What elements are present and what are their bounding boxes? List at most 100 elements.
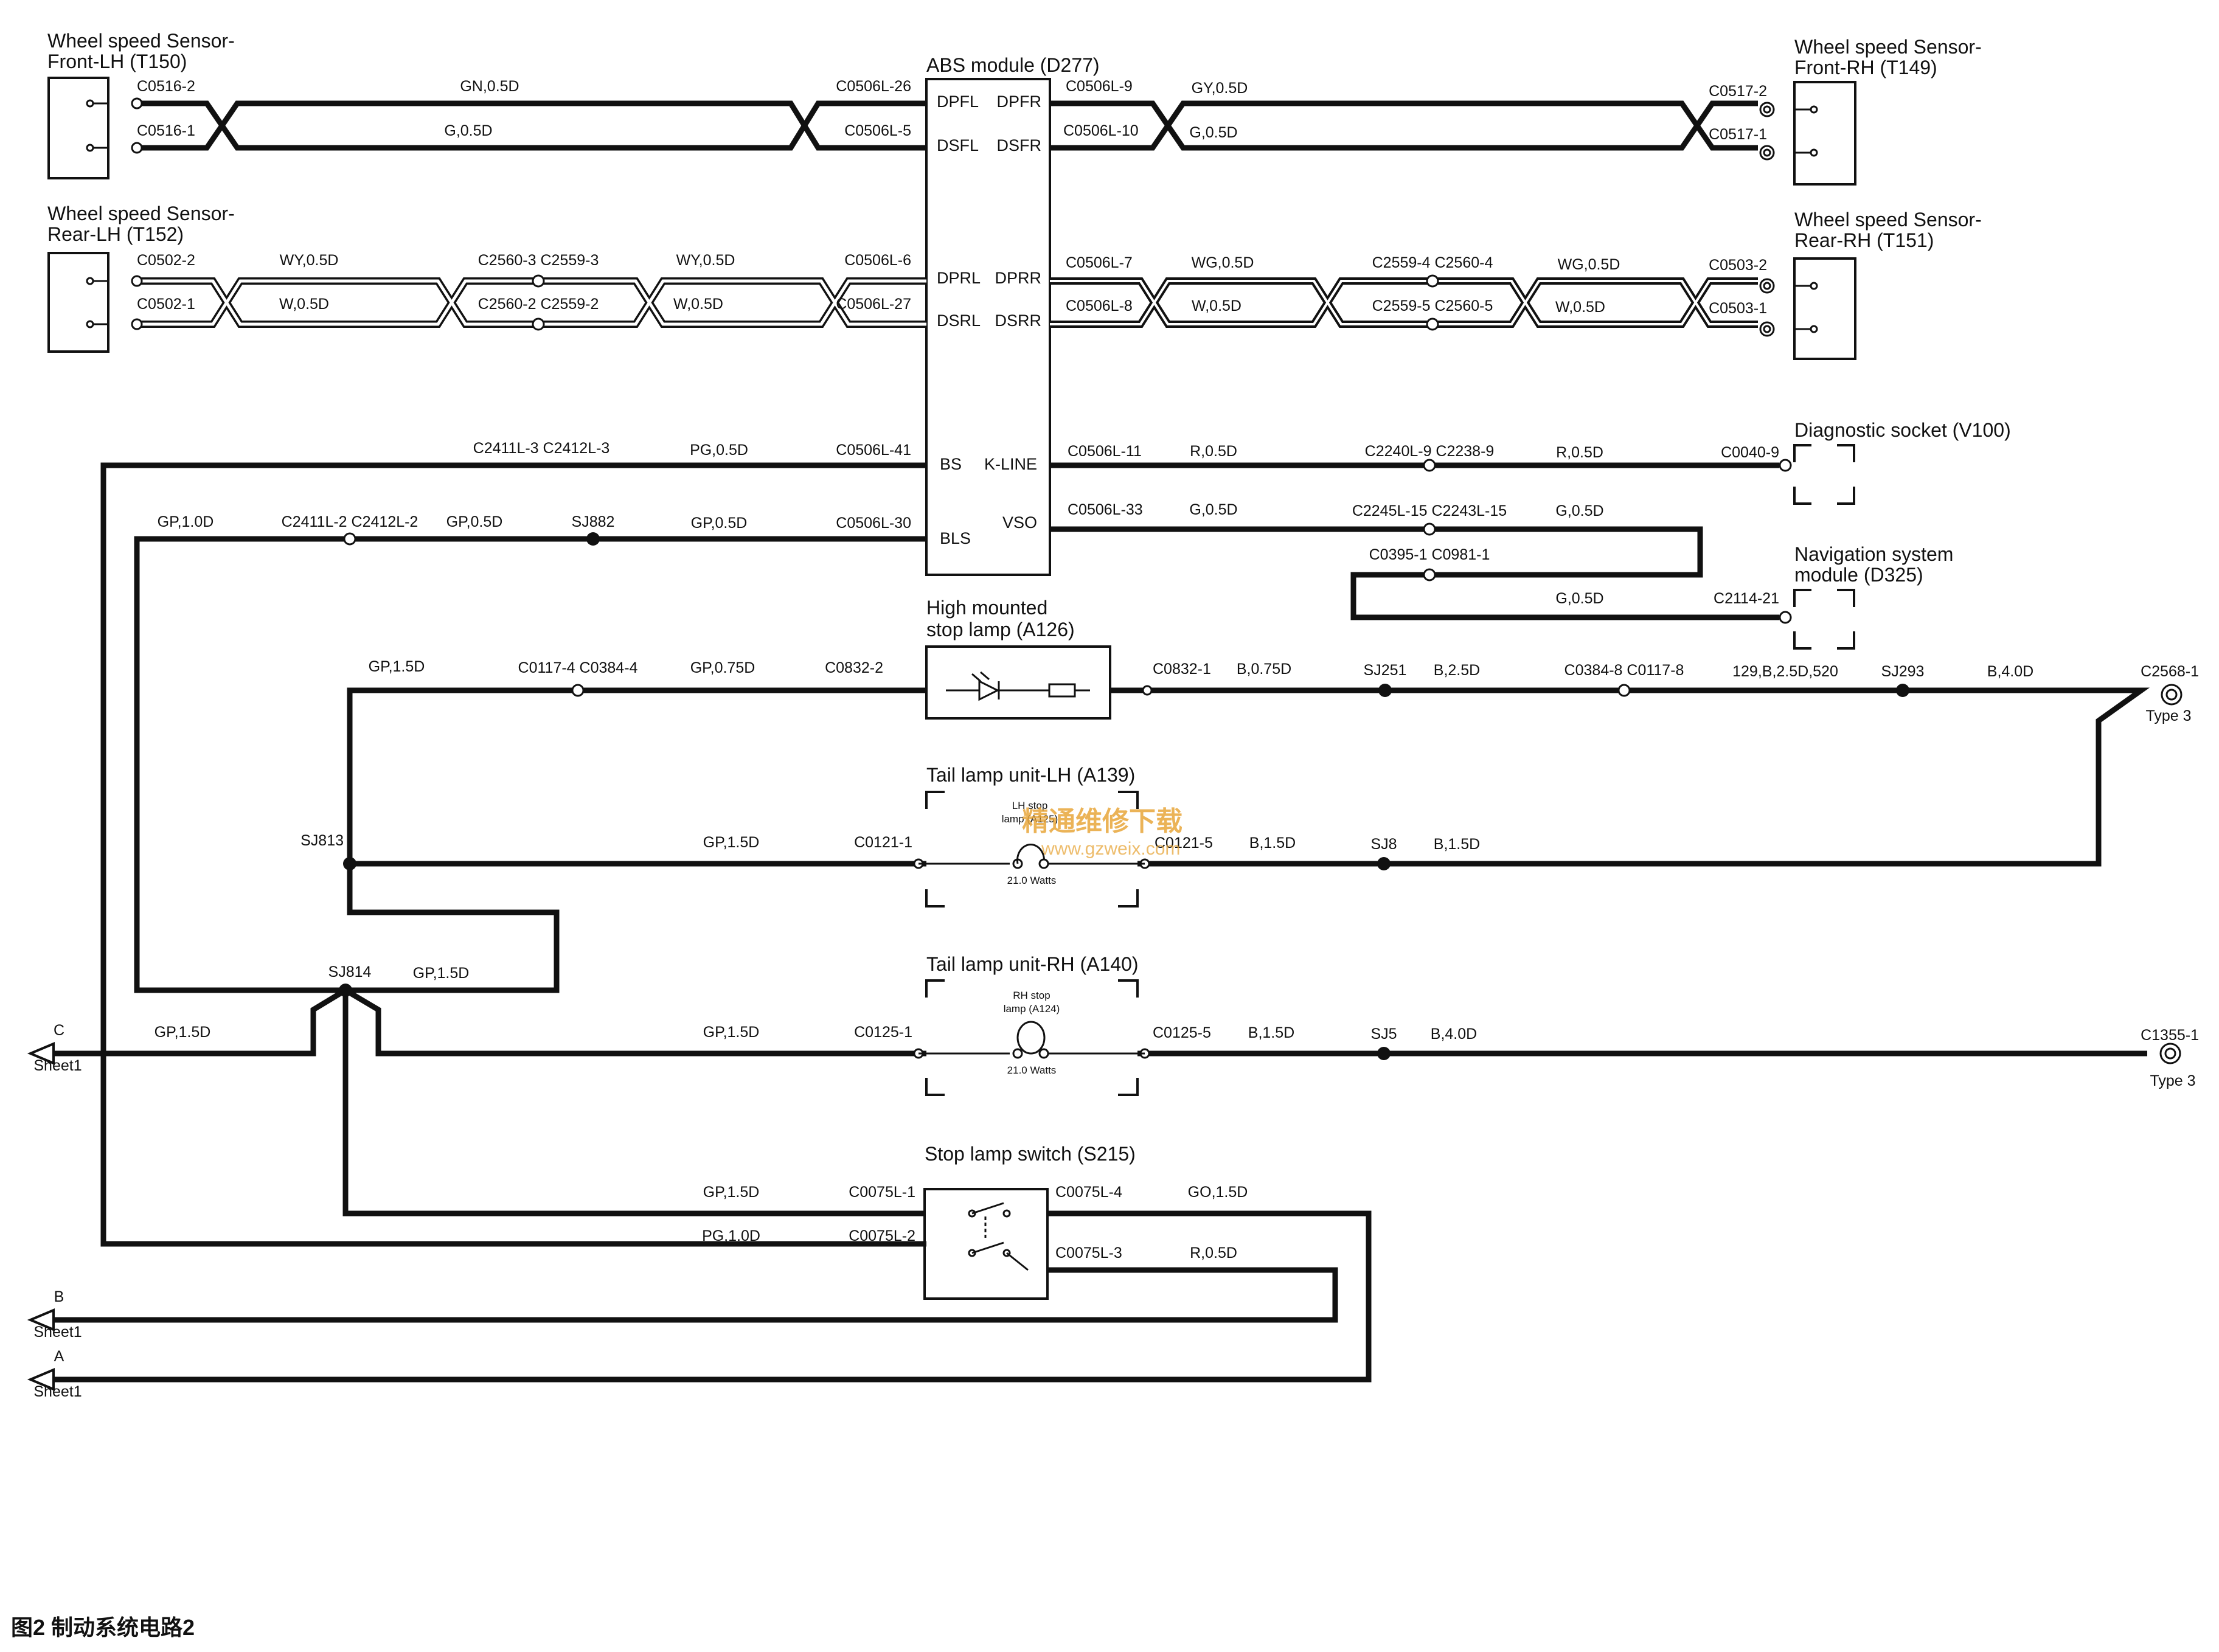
lh-stop-lamp-label-1: LH stop [1012, 800, 1048, 811]
ground-type3-2: Type 3 [2150, 1072, 2195, 1089]
splice-sj813: SJ813 [300, 832, 344, 849]
conn-c2411l-2-c2412l-2: C2411L-2 C2412L-2 [282, 513, 418, 530]
wire-pg-1.0d: PG,1.0D [702, 1227, 760, 1244]
conn-c2568-1: C2568-1 [2141, 663, 2199, 680]
splice-dots [339, 532, 1909, 1060]
offsheet-b-sheet: Sheet1 [33, 1324, 82, 1341]
abs-pin-dpfl: DPFL [937, 92, 979, 111]
watermark-text: 精通维修下载 [1022, 807, 1182, 836]
abs-pin-dpfr: DPFR [997, 92, 1042, 111]
ws-rear-lh-box [47, 252, 109, 353]
splice-sj8: SJ8 [1370, 836, 1397, 853]
wire-b-4.0d-1: B,4.0D [1987, 663, 2033, 680]
wire-gp-1.5d-sheet1: GP,1.5D [155, 1024, 211, 1041]
connector-symbols [131, 97, 1792, 1059]
rh-stop-lamp-label-1: RH stop [1013, 990, 1050, 1001]
dashed-boxes [925, 444, 1855, 1096]
conn-c2411l-3-c2412l-3: C2411L-3 C2412L-3 [473, 440, 610, 457]
figure-caption: 图2 制动系统电路2 [11, 1615, 195, 1640]
ws-front-lh-title-2: Front-LH (T150) [47, 50, 187, 72]
sj814-dot [339, 984, 352, 997]
ground-labels: Type 3 Type 3 [2145, 707, 2195, 1089]
splice-sj882: SJ882 [572, 513, 615, 530]
abs-pin-labels: DPFL DSFL DPRL DSRL BS BLS DPFR DSFR DPR… [937, 92, 1041, 547]
conn-c0506l-8: C0506L-8 [1066, 297, 1133, 314]
wire-w-0.5d-3: W,0.5D [1192, 297, 1241, 314]
sensor-pins [86, 99, 1818, 333]
wire-switch-out-b [38, 1267, 1338, 1323]
tail-lh-title: Tail lamp unit-LH (A139) [926, 764, 1135, 786]
abs-pin-bs: BS [940, 455, 962, 473]
wire-r-0.5d-2: R,0.5D [1556, 444, 1603, 461]
diag-socket-bracket [1793, 444, 1855, 505]
conn-c0125-1: C0125-1 [854, 1024, 912, 1041]
lh-stop-lamp-label-2: lamp (A125) [1002, 813, 1058, 825]
wire-gp-0.75d: GP,0.75D [690, 659, 755, 676]
conn-c0506l-5: C0506L-5 [844, 122, 911, 139]
abs-pin-dsfl: DSFL [937, 136, 979, 154]
abs-pin-dsfr: DSFR [997, 136, 1042, 154]
offsheet-a-letter: A [54, 1348, 64, 1365]
conn-c2559-4-c2560-4: C2559-4 C2560-4 [1372, 254, 1493, 271]
splice-labels: SJ882 SJ251 SJ293 SJ813 SJ8 SJ814 SJ5 [300, 513, 1924, 1043]
conn-c1355-1: C1355-1 [2141, 1027, 2199, 1044]
ws-rear-rh-box [1793, 257, 1856, 360]
wire-wg-0.5d-2: WG,0.5D [1558, 256, 1620, 273]
ws-front-lh-title-1: Wheel speed Sensor- [47, 30, 235, 52]
conn-c0516-1: C0516-1 [137, 122, 195, 139]
abs-pin-dsrr: DSRR [995, 311, 1041, 330]
sj813-dot [343, 857, 356, 870]
conn-c2240l-9-c2238-9: C2240L-9 C2238-9 [1365, 443, 1495, 460]
abs-pin-vso: VSO [1002, 513, 1037, 532]
ws-rear-rh-title-2: Rear-RH (T151) [1794, 229, 1934, 251]
wire-sj814-left [38, 987, 926, 1057]
hmsl-box [925, 645, 1111, 720]
wire-w-0.5d-2: W,0.5D [673, 296, 723, 313]
wire-r-0.5d-switch: R,0.5D [1190, 1244, 1237, 1262]
conn-c0040-9: C0040-9 [1721, 444, 1779, 461]
conn-c0117-4-c0384-4: C0117-4 C0384-4 [518, 659, 638, 676]
conn-c0121-5: C0121-5 [1155, 835, 1213, 852]
wire-b-0.75d: B,0.75D [1237, 661, 1291, 678]
conn-c0517-1: C0517-1 [1709, 126, 1767, 143]
conn-c0384-8-c0117-8: C0384-8 C0117-8 [1564, 662, 1684, 679]
conn-c0517-2: C0517-2 [1709, 83, 1767, 100]
wire-bls [134, 536, 926, 993]
conn-c0506l-9: C0506L-9 [1066, 78, 1133, 95]
wire-w-0.5d-1: W,0.5D [279, 296, 329, 313]
offsheet-b-letter: B [54, 1288, 64, 1305]
offsheet-labels: C Sheet1 B Sheet1 A Sheet1 [33, 1022, 82, 1400]
wire-hmsl-ground [1110, 687, 2150, 867]
offsheet-c-sheet: Sheet1 [33, 1057, 82, 1074]
conn-c0502-1: C0502-1 [137, 296, 195, 313]
sj8-dot [1377, 857, 1391, 870]
watermark-url: www.gzweix.com [1041, 839, 1180, 859]
offsheet-c-arrow-icon [27, 1041, 55, 1066]
lh-stop-watts: 21.0 Watts [1007, 875, 1057, 886]
wire-gp-1.5d-sj814: GP,1.5D [413, 965, 470, 982]
wire-b-1.5d-3: B,1.5D [1248, 1024, 1294, 1041]
sj251-dot [1378, 684, 1392, 697]
wire-labels: GN,0.5D G,0.5D GY,0.5D G,0.5D WY,0.5D W,… [155, 78, 2034, 1262]
wire-bs [100, 462, 926, 1247]
conn-c0506l-26: C0506L-26 [836, 78, 911, 95]
wire-go-1.5d: GO,1.5D [1188, 1184, 1248, 1201]
wire-r-0.5d-1: R,0.5D [1190, 443, 1237, 460]
sj882-dot [586, 532, 600, 546]
stop-switch-contacts-icon [968, 1202, 1029, 1271]
sj5-dot [1377, 1047, 1391, 1060]
connector-labels: C0516-2 C0516-1 C0506L-26 C0506L-5 C0506… [137, 78, 2199, 1262]
conn-c0503-2: C0503-2 [1709, 257, 1767, 274]
conn-c0506l-33: C0506L-33 [1068, 501, 1143, 518]
wire-wy-0.5d-2: WY,0.5D [676, 252, 735, 269]
conn-c0506l-30: C0506L-30 [836, 515, 911, 532]
wire-w-0.5d-4: W,0.5D [1555, 299, 1605, 316]
wire-wy-0.5d-1: WY,0.5D [280, 252, 339, 269]
lh-stop-lamp-bulb-icon [919, 843, 1145, 869]
rh-stop-watts: 21.0 Watts [1007, 1064, 1057, 1076]
conn-c0075l-4: C0075L-4 [1055, 1184, 1122, 1201]
hmsl-led-icon [946, 671, 1090, 701]
stop-switch-title: Stop lamp switch (S215) [925, 1143, 1136, 1165]
splice-sj293: SJ293 [1881, 663, 1925, 680]
